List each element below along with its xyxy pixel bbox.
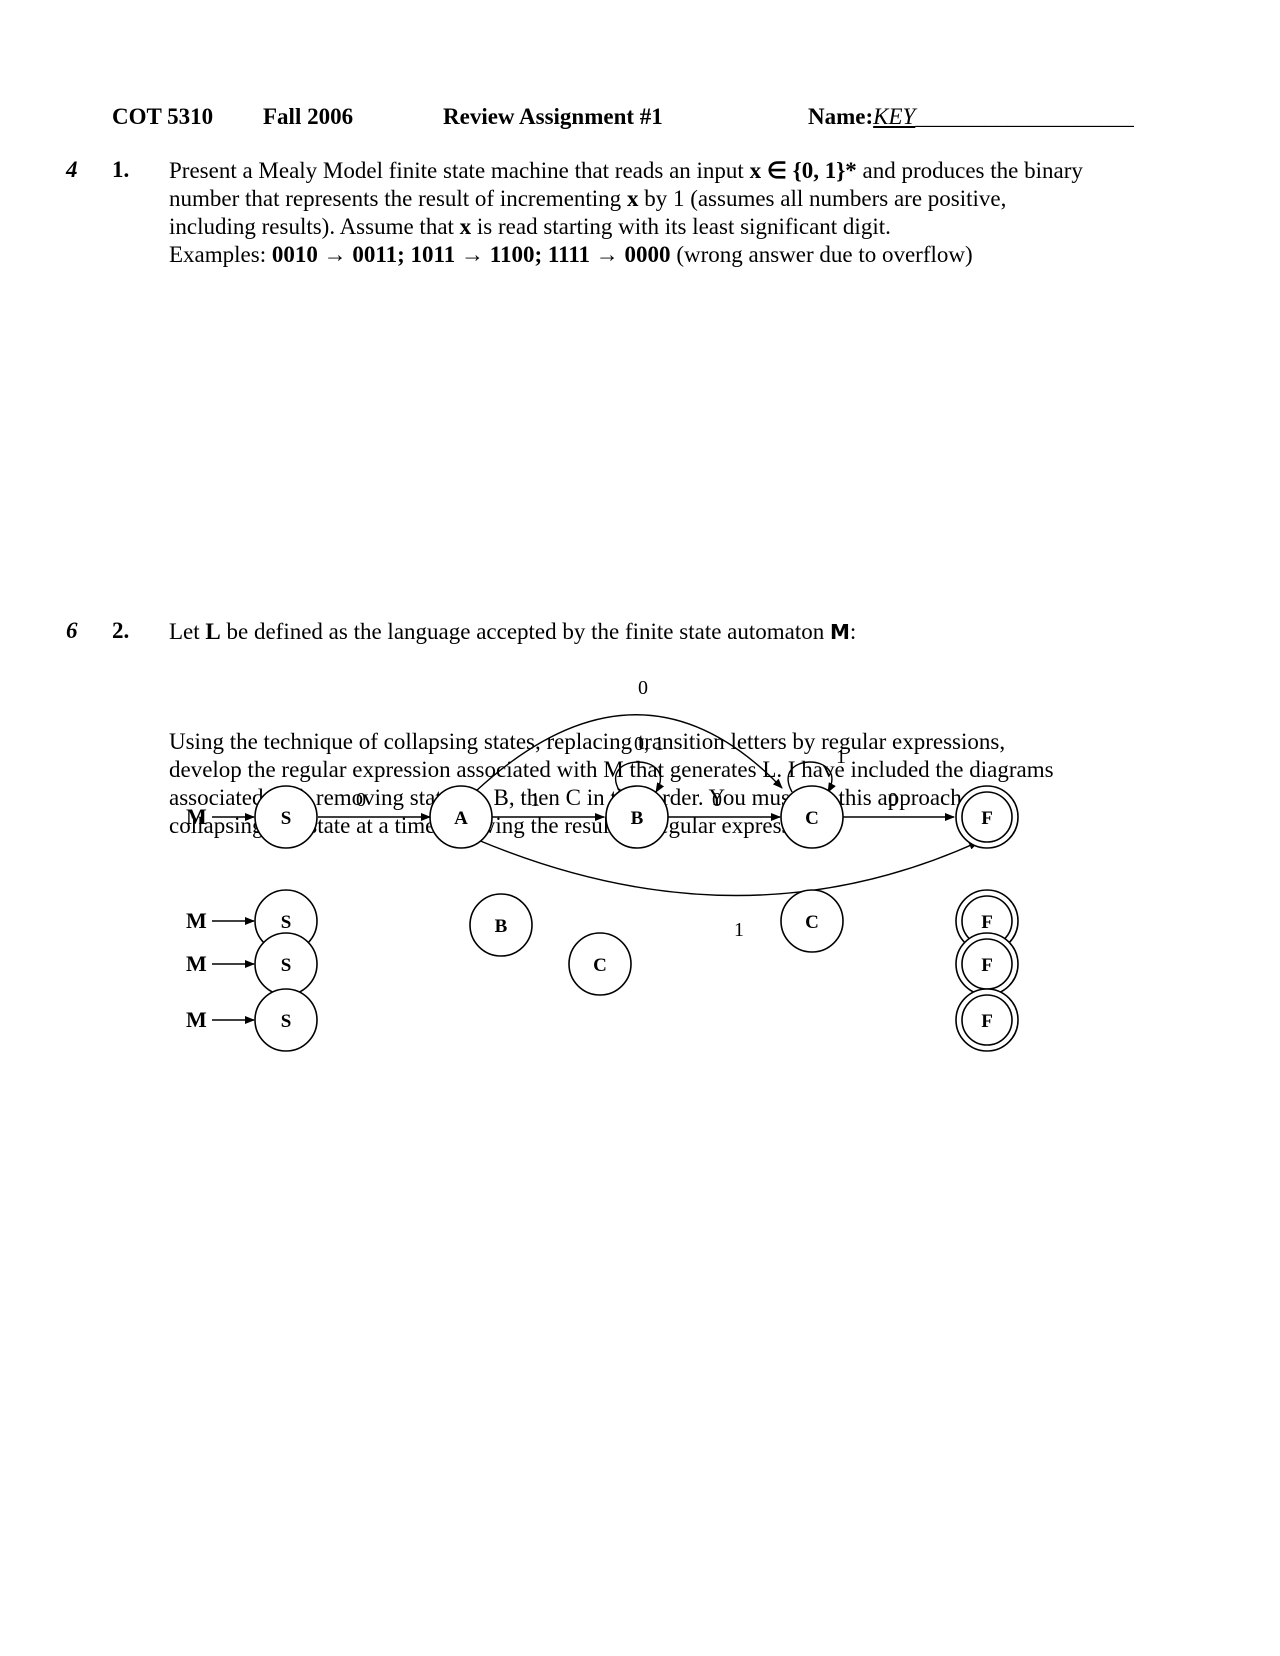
q2-points: 6 <box>66 618 78 643</box>
q1-examples: Examples: 0010 → 0011; 1011 → 1100; 1111… <box>169 242 973 267</box>
edge-label-s-a: 0 <box>356 789 366 811</box>
state-b: B <box>605 785 669 849</box>
course-code: COT 5310 <box>112 104 214 129</box>
svg-text:C: C <box>805 808 819 829</box>
svg-text:B: B <box>495 916 508 937</box>
q2-inst-line-2: develop the regular expression associate… <box>169 757 1054 782</box>
state-s: S <box>254 785 318 849</box>
name-field: Name:KEY___________________ <box>808 104 1134 130</box>
stage-3: M S F <box>186 988 1019 1052</box>
stage-1-start-label: M <box>186 908 207 933</box>
stage-3-state-f: F <box>955 988 1019 1052</box>
stage-1-state-c: C <box>780 889 844 953</box>
q2-intro: Let L be defined as the language accepte… <box>169 619 857 644</box>
stage-2-state-c: C <box>568 932 632 996</box>
edge-label-a-b: 1 <box>530 789 540 811</box>
edge-label-c-loop: 1 <box>836 746 846 768</box>
q1-text: Present a Mealy Model finite state machi… <box>169 157 1169 269</box>
stage-2-state-s: S <box>254 932 318 996</box>
assignment-title: Review Assignment #1 <box>443 104 663 129</box>
q1-line-2: number that represents the result of inc… <box>169 186 1007 211</box>
stage-1-state-b: B <box>469 893 533 957</box>
svg-text:F: F <box>981 808 993 829</box>
edge-label-c-f: 0 <box>888 789 898 811</box>
svg-text:S: S <box>281 955 292 976</box>
start-label: M <box>186 804 207 829</box>
q1-line-3: including results). Assume that x is rea… <box>169 214 891 239</box>
name-underline: ___________________ <box>915 104 1134 129</box>
svg-text:F: F <box>981 912 993 933</box>
svg-text:F: F <box>981 1011 993 1032</box>
q1-number: 1. <box>112 157 130 182</box>
q1-line-1: Present a Mealy Model finite state machi… <box>169 158 1083 183</box>
q1-points: 4 <box>66 157 78 182</box>
stage-2: M S C F <box>186 932 1019 996</box>
name-label: Name: <box>808 104 874 129</box>
stage-2-start-label: M <box>186 951 207 976</box>
q2-inst-line-1: Using the technique of collapsing states… <box>169 729 1006 754</box>
svg-text:S: S <box>281 1011 292 1032</box>
svg-text:F: F <box>981 955 993 976</box>
edge-a-f-bottom <box>477 839 979 897</box>
loop-b <box>615 761 665 793</box>
name-value: KEY <box>873 104 916 129</box>
svg-text:C: C <box>805 912 819 933</box>
q2-number: 2. <box>112 618 130 643</box>
svg-text:C: C <box>593 955 607 976</box>
svg-text:A: A <box>454 808 468 829</box>
edge-a-c-top <box>475 714 783 792</box>
stage-3-state-s: S <box>254 988 318 1052</box>
svg-text:B: B <box>631 808 644 829</box>
term: Fall 2006 <box>263 104 354 129</box>
svg-text:S: S <box>281 808 292 829</box>
edge-label-b-loop: 0, 1 <box>634 733 664 755</box>
state-a: A <box>429 785 493 849</box>
stage-3-start-label: M <box>186 1007 207 1032</box>
automaton-diagram: M 0 0 1 0, 1 0 1 0 1 S A B C F M S B <box>186 677 1019 1052</box>
stage-2-state-f: F <box>955 932 1019 996</box>
edge-label-a-f-bottom: 1 <box>734 919 744 941</box>
state-c: C <box>780 785 844 849</box>
edge-label-a-c-top: 0 <box>638 677 648 699</box>
state-f-final: F <box>955 785 1019 849</box>
loop-c <box>787 761 836 793</box>
svg-text:S: S <box>281 912 292 933</box>
edge-label-b-c: 0 <box>712 789 722 811</box>
